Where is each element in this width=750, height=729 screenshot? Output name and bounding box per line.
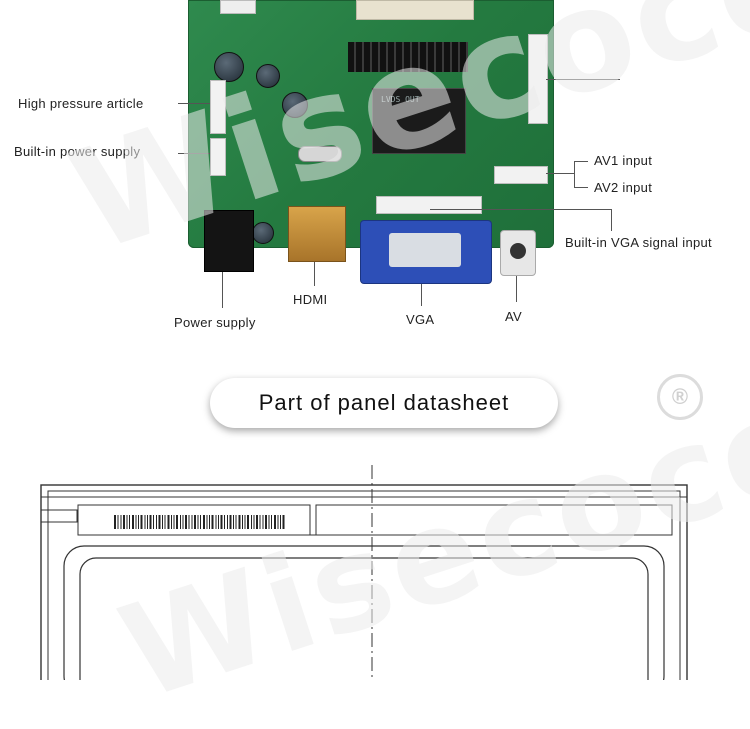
label-vga: VGA xyxy=(406,312,435,327)
label-av2-input: AV2 input xyxy=(594,180,653,195)
dc-power-jack xyxy=(204,210,254,272)
label-high-pressure: High pressure article xyxy=(18,96,144,111)
chip-marking: LVDS OUT xyxy=(381,95,420,104)
capacitor xyxy=(282,92,308,118)
registered-mark-icon: ® xyxy=(657,374,703,420)
pcb-board xyxy=(188,0,554,248)
crystal-oscillator xyxy=(298,146,342,162)
av-input-connector xyxy=(494,166,548,184)
section-title-pill: Part of panel datasheet xyxy=(210,378,558,428)
capacitor xyxy=(256,64,280,88)
main-chip: LVDS OUT xyxy=(372,88,466,154)
label-av: AV xyxy=(505,309,522,324)
section-title: Part of panel datasheet xyxy=(258,390,510,415)
label-power-supply: Power supply xyxy=(174,315,256,330)
active-area-outline xyxy=(63,545,665,680)
vga-internal-connector xyxy=(376,196,482,214)
hdmi-port xyxy=(288,206,346,262)
viewing-area-outline xyxy=(79,557,649,680)
capacitor xyxy=(214,52,244,82)
pin-header xyxy=(348,42,468,72)
label-av1-input: AV1 input xyxy=(594,153,653,168)
keypad-connector xyxy=(528,34,548,124)
av-port xyxy=(500,230,536,276)
label-box xyxy=(315,504,673,536)
capacitor xyxy=(252,222,274,244)
vga-port xyxy=(360,220,492,284)
driver-board-photo: LVDS OUT High pressure article Built-in … xyxy=(0,0,750,340)
barcode-icon xyxy=(114,515,285,529)
top-connector xyxy=(220,0,256,14)
ribbon-connector xyxy=(356,0,474,20)
label-builtin-vga: Built-in VGA signal input xyxy=(565,235,712,250)
panel-outer-frame xyxy=(40,484,688,680)
power-connector xyxy=(210,138,226,176)
panel-drawing xyxy=(40,465,688,680)
inverter-connector xyxy=(210,80,226,134)
panel-inner-frame xyxy=(47,490,681,680)
label-hdmi: HDMI xyxy=(293,292,328,307)
label-builtin-power: Built-in power supply xyxy=(14,144,141,159)
